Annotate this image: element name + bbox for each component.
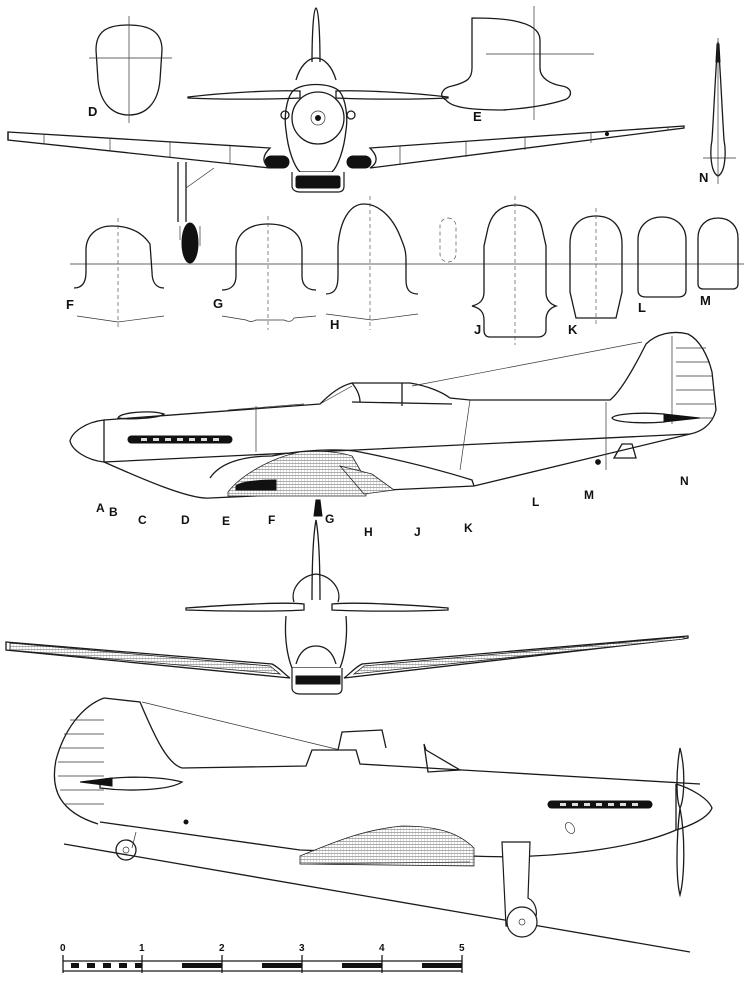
section-j-outline	[471, 196, 559, 345]
section-label-h: H	[330, 317, 340, 332]
side-profile-lower	[53, 697, 713, 953]
station-l: L	[532, 495, 540, 509]
front-view	[7, 7, 685, 264]
station-h: H	[364, 525, 373, 539]
section-l-outline	[637, 216, 687, 298]
section-label-m: M	[700, 293, 711, 308]
section-h-outline	[325, 196, 419, 330]
station-a: A	[96, 501, 105, 515]
scale-tick-5: 5	[459, 943, 465, 954]
station-m: M	[584, 488, 594, 502]
scale-bar	[62, 955, 463, 973]
station-e: E	[222, 514, 231, 528]
station-g: G	[325, 512, 335, 526]
section-label-f: F	[66, 297, 74, 312]
scale-tick-0: 0	[60, 943, 66, 954]
side-profile-upper	[69, 331, 717, 517]
section-e-outline	[441, 6, 594, 120]
plan-view-from-front	[5, 519, 689, 695]
station-b: B	[109, 505, 118, 519]
dashed-fairing-outline	[439, 217, 457, 263]
station-c: C	[138, 513, 147, 527]
scale-tick-4: 4	[379, 943, 385, 954]
section-label-g: G	[213, 296, 224, 311]
section-label-j: J	[474, 322, 482, 337]
section-g-outline	[221, 216, 317, 330]
section-f-outline	[73, 218, 165, 330]
section-k-outline	[569, 208, 623, 326]
section-label-e: E	[473, 109, 482, 124]
scale-tick-3: 3	[299, 943, 305, 954]
section-label-l: L	[638, 300, 646, 315]
section-n-outline	[703, 38, 736, 184]
section-d-outline	[89, 16, 172, 123]
station-j: J	[414, 525, 421, 539]
section-label-k: K	[568, 322, 578, 337]
station-k: K	[464, 521, 473, 535]
station-f: F	[268, 513, 276, 527]
section-m-outline	[697, 217, 739, 290]
station-n: N	[680, 474, 689, 488]
section-label-d: D	[88, 104, 98, 119]
station-d: D	[181, 513, 190, 527]
section-label-n: N	[699, 170, 709, 185]
scale-tick-2: 2	[219, 943, 225, 954]
scale-tick-1: 1	[139, 943, 145, 954]
